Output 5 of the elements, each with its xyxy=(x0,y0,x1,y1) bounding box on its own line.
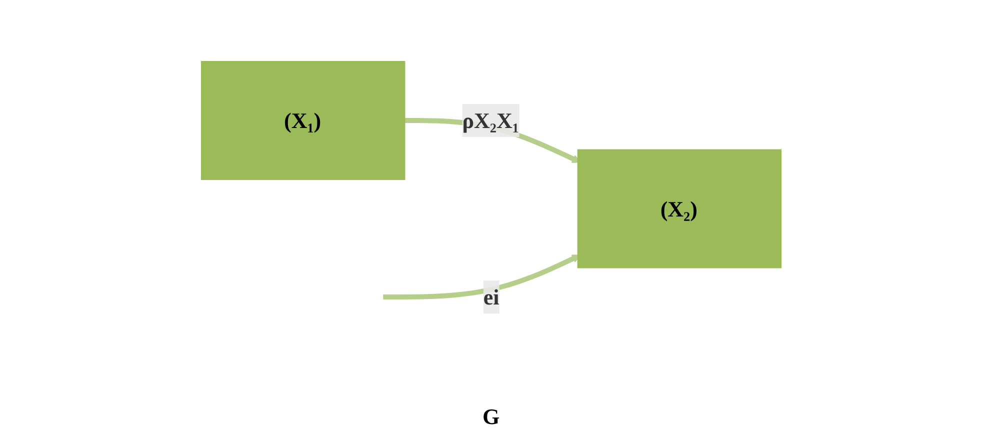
node-box: (X₂) xyxy=(577,148,782,268)
node-box: (X₁) xyxy=(200,60,405,180)
edge-label: ρX₂X₁ xyxy=(462,108,519,132)
edge-label: ei xyxy=(483,284,499,309)
note-text: G xyxy=(482,404,500,429)
